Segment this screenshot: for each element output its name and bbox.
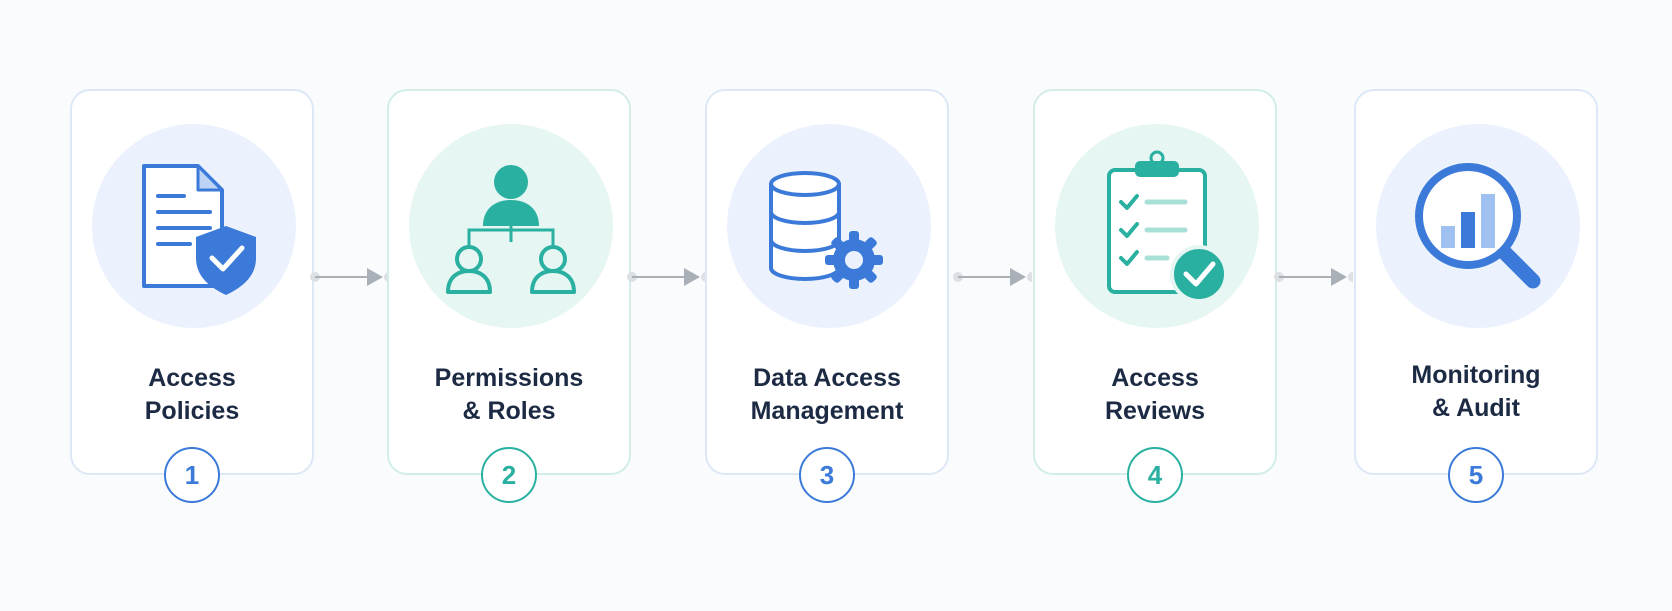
database-gear-icon — [769, 171, 883, 289]
step-number-badge: 4 — [1127, 447, 1183, 503]
step-label-line2: Reviews — [1104, 397, 1206, 425]
arrow-right-icon — [627, 268, 706, 286]
step-label: Monitoring & Audit — [1356, 359, 1596, 425]
icon-circle — [409, 124, 613, 328]
step-label-line2: & Audit — [1432, 394, 1520, 422]
arrow-right-icon — [1274, 268, 1353, 286]
icon-circle — [1376, 124, 1580, 328]
step-card-access-reviews: Access Reviews 4 — [1033, 89, 1277, 503]
user-hierarchy-icon — [446, 165, 576, 294]
step-card-permissions-roles: Permissions & Roles 2 — [387, 89, 631, 503]
step-number-badge: 5 — [1448, 447, 1504, 503]
arrow-right-icon — [310, 268, 389, 286]
step-label-line2: & Roles — [462, 397, 556, 425]
step-card-access-policies: Access Policies 1 — [70, 89, 314, 503]
step-number-badge: 1 — [164, 447, 220, 503]
step-number-badge: 3 — [799, 447, 855, 503]
flow-arrow — [626, 266, 706, 288]
magnifier-chart-icon — [1415, 163, 1541, 289]
clipboard-check-icon — [1107, 150, 1228, 303]
step-label: Permissions & Roles — [389, 362, 629, 428]
arrow-right-icon — [953, 268, 1032, 286]
step-number-badge: 2 — [481, 447, 537, 503]
step-label-line1: Access — [1111, 364, 1199, 392]
flow-arrow — [952, 266, 1032, 288]
icon-circle — [1055, 124, 1259, 328]
step-label-line2: Management — [750, 397, 904, 425]
icon-circle — [727, 124, 931, 328]
step-label-line1: Data Access — [753, 364, 901, 392]
step-card-data-access-management: Data Access Management 3 — [705, 89, 949, 503]
step-label-line1: Permissions — [434, 364, 584, 392]
step-card-monitoring-audit: Monitoring & Audit 5 — [1354, 89, 1598, 503]
flow-arrow — [309, 266, 389, 288]
document-shield-icon — [142, 164, 256, 295]
step-label: Access Policies — [72, 362, 312, 428]
step-label: Access Reviews — [1035, 362, 1275, 428]
icon-circle — [92, 124, 296, 328]
step-label-line2: Policies — [144, 397, 240, 425]
flow-arrow — [1273, 266, 1353, 288]
step-label: Data Access Management — [707, 362, 947, 428]
step-label-line1: Monitoring — [1411, 361, 1541, 389]
step-label-line1: Access — [148, 364, 236, 392]
